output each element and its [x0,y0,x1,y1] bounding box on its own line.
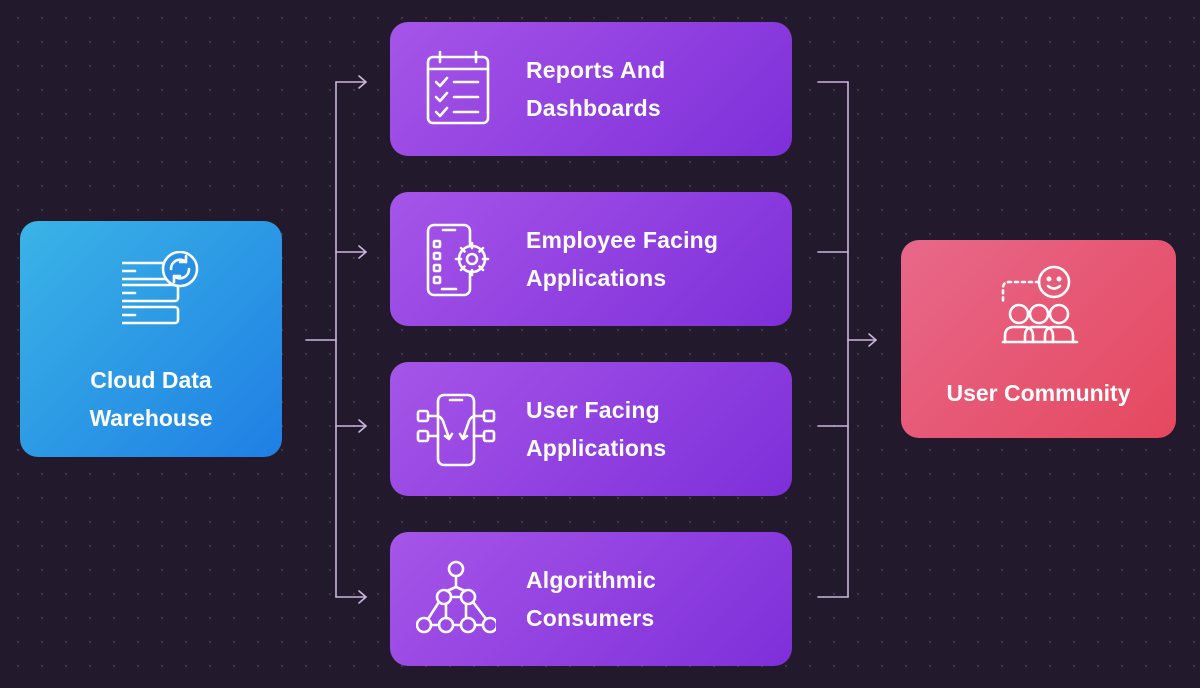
algorithmic-consumers-card: Algorithmic Consumers [390,532,792,666]
target-title: User Community [946,380,1131,406]
source-title-line2: Warehouse [89,405,213,431]
consumer-title-2-line2: Applications [526,265,667,291]
user-community-card: User Community [901,240,1176,438]
consumer-title-2: Employee Facing Applications [526,221,718,297]
database-sync-icon [122,251,202,331]
checklist-icon [416,49,496,129]
consumer-title-4: Algorithmic Consumers [526,561,656,637]
employee-facing-applications-card: Employee Facing Applications [390,192,792,326]
consumer-title-3-line2: Applications [526,435,667,461]
consumer-title-1: Reports And Dashboards [526,51,665,127]
mobile-gear-icon [416,219,496,299]
user-community-icon [997,262,1083,348]
cloud-data-warehouse-card: Cloud Data Warehouse [20,221,282,457]
consumer-title-1-line2: Dashboards [526,95,661,121]
source-title-line1: Cloud Data [90,367,212,393]
network-tree-icon [416,559,496,639]
consumer-title-2-line1: Employee Facing [526,227,719,253]
reports-dashboards-card: Reports And Dashboards [390,22,792,156]
mobile-nodes-icon [416,389,496,469]
consumer-title-3: User Facing Applications [526,391,666,467]
consumer-title-4-line1: Algorithmic [526,567,656,593]
consumer-title-1-line1: Reports And [526,57,666,83]
source-title: Cloud Data Warehouse [20,361,282,437]
consumer-title-3-line1: User Facing [526,397,660,423]
user-facing-applications-card: User Facing Applications [390,362,792,496]
consumer-title-4-line2: Consumers [526,605,655,631]
